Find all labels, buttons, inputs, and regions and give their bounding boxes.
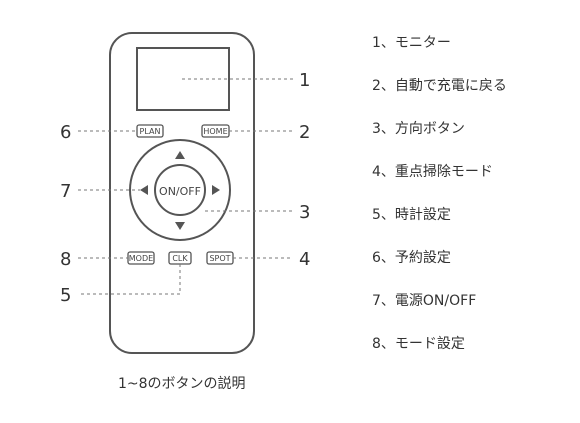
legend-item-2: 2、自動で充電に戻る	[372, 78, 507, 94]
callout-3: 3	[299, 202, 310, 223]
legend-item-3: 3、方向ボタン	[372, 121, 465, 137]
plan-button[interactable]	[136, 124, 164, 138]
callout-6: 6	[60, 122, 71, 143]
callout-5: 5	[60, 285, 71, 306]
arrow-left-icon[interactable]	[140, 185, 148, 195]
legend-item-5: 5、時計設定	[372, 207, 451, 223]
legend-item-4: 4、重点掃除モード	[372, 164, 493, 180]
spot-button-label: SPOT	[209, 254, 230, 263]
arrow-right-icon[interactable]	[212, 185, 220, 195]
clk-button-label: CLK	[172, 254, 188, 263]
callout-8: 8	[60, 249, 71, 270]
mode-button-label: MODE	[129, 254, 153, 263]
direction-pad[interactable]	[129, 139, 231, 241]
legend-item-8: 8、モード設定	[372, 336, 465, 352]
monitor-screen	[136, 47, 230, 111]
callout-7: 7	[60, 181, 71, 202]
leader-line-5	[78, 264, 181, 295]
legend-item-1: 1、モニター	[372, 35, 451, 51]
arrow-up-icon[interactable]	[175, 151, 185, 159]
home-button-label: HOME	[203, 127, 227, 136]
plan-button-label: PLAN	[140, 127, 161, 136]
arrow-down-icon[interactable]	[175, 222, 185, 230]
legend-item-6: 6、予約設定	[372, 250, 451, 266]
callout-1: 1	[299, 70, 310, 91]
callout-2: 2	[299, 122, 310, 143]
callout-4: 4	[299, 249, 310, 270]
on-off-label: ON/OFF	[159, 185, 201, 198]
legend-item-7: 7、電源ON/OFF	[372, 293, 477, 309]
on-off-button[interactable]	[154, 164, 206, 216]
diagram-caption: 1~8のボタンの説明	[118, 376, 246, 392]
remote-body	[109, 32, 255, 354]
